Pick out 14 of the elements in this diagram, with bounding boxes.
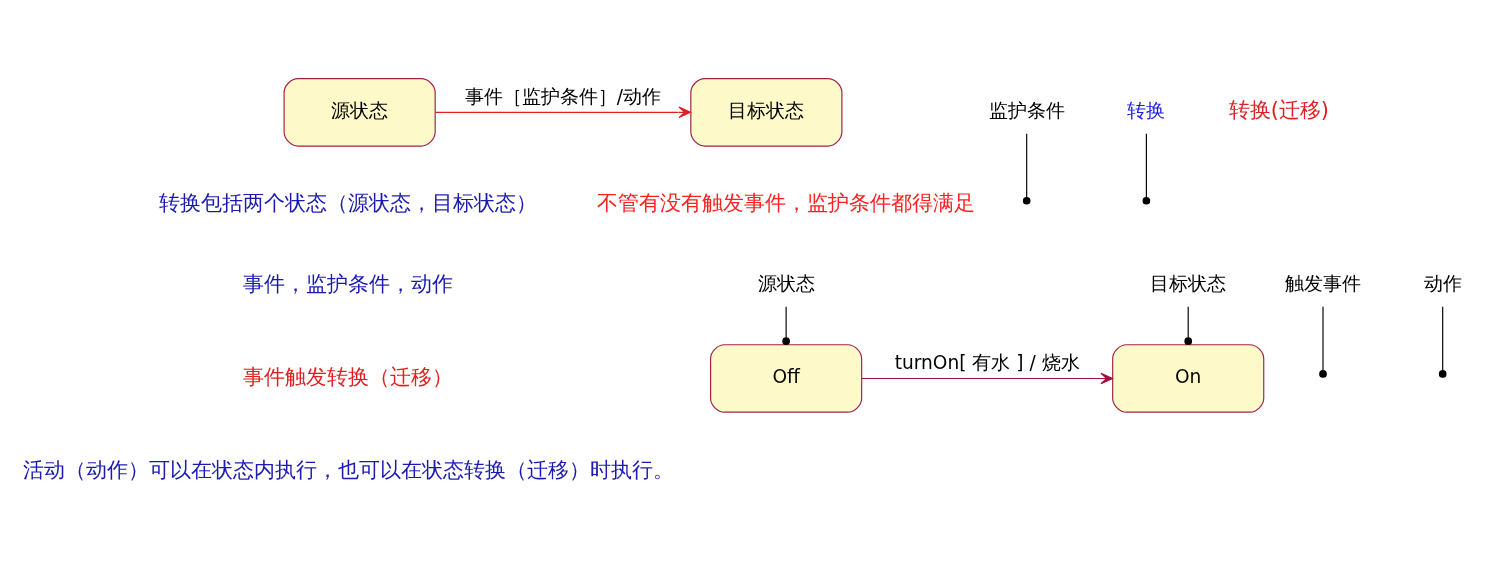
edge-label: turnOn[ 有水 ] / 烧水 [894, 351, 1080, 373]
label: 转换包括两个状态（源状态，目标状态） [159, 190, 538, 215]
node-text: 动作 [1423, 272, 1462, 294]
label: 不管有没有触发事件，监护条件都得满足 [597, 190, 976, 215]
node-text: 监护条件 [988, 99, 1065, 121]
node-text: 触发事件 [1285, 272, 1362, 294]
label: 转换(迁移) [1228, 97, 1330, 122]
node-text: 转换 [1127, 99, 1166, 121]
node-text: 源状态 [757, 272, 815, 294]
label: 活动（动作）可以在状态内执行，也可以在状态转换（迁移）时执行。 [22, 457, 674, 482]
edge-label: 事件［监护条件］/动作 [464, 85, 662, 107]
label: 事件触发转换（迁移） [243, 364, 454, 389]
label: 事件，监护条件，动作 [243, 271, 454, 296]
node-text: 目标状态 [1150, 272, 1227, 294]
